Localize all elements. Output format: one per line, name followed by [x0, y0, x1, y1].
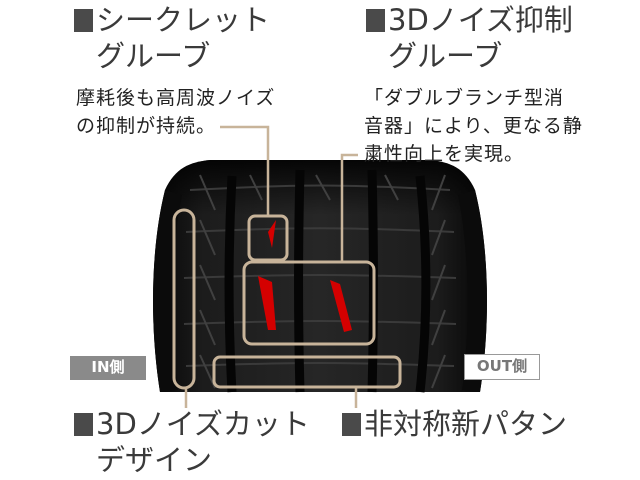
description-3d-noise-groove: 「ダブルブランチ型消 音器」により、更なる静 粛性向上を実現。 [364, 87, 583, 165]
red-grooves [258, 220, 352, 332]
heading-secret-groove: シークレット [74, 2, 270, 38]
badge-out-side: OUT側 [464, 354, 540, 380]
callout-in-side [172, 208, 196, 390]
heading-asymmetric-pattern: 非対称新パタン [342, 406, 567, 442]
heading-3d-noise-cut-line2: デザイン [96, 443, 213, 477]
description-secret-groove: 摩耗後も高周波ノイズ の抑制が持続。 [76, 87, 276, 137]
leader-lines [184, 125, 358, 408]
square-bullet-icon [342, 413, 361, 436]
heading-3d-noise-cut: 3Dノイズカット [74, 406, 310, 442]
heading-3d-noise-groove-line2: グルーブ [388, 39, 503, 73]
square-bullet-icon [74, 9, 93, 32]
square-bullet-icon [366, 9, 385, 32]
badge-in-side: IN側 [70, 356, 146, 380]
callout-pattern [212, 355, 402, 389]
square-bullet-icon [74, 413, 93, 436]
callout-frames [172, 208, 402, 390]
heading-3d-noise-groove: 3Dノイズ抑制 [366, 2, 573, 38]
heading-secret-groove-line2: グルーブ [96, 39, 211, 73]
callout-3d-noise-groove [242, 260, 376, 346]
